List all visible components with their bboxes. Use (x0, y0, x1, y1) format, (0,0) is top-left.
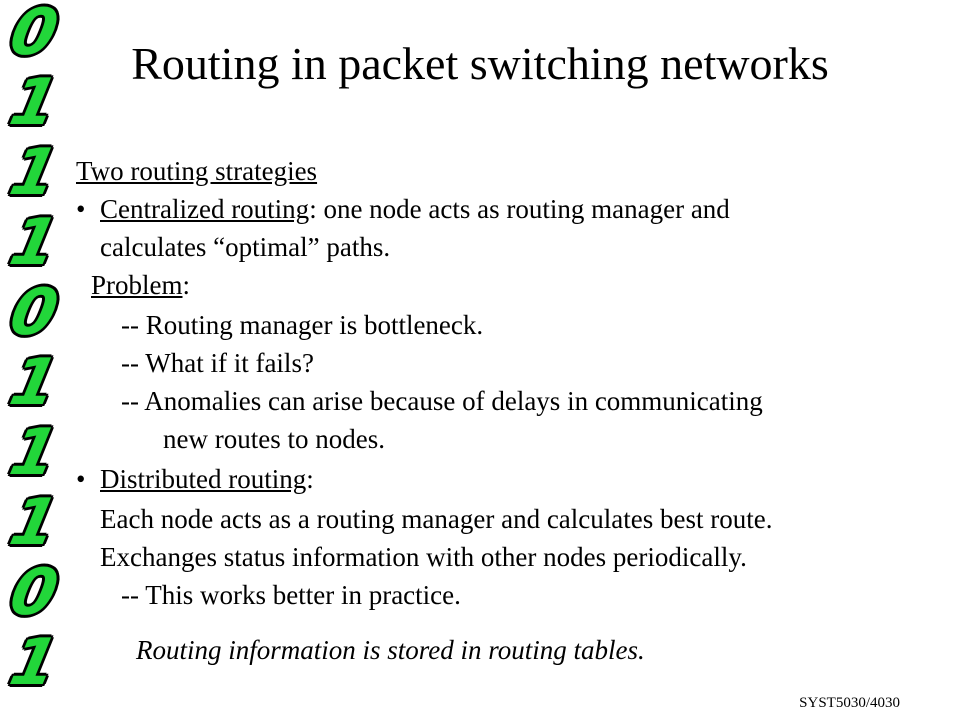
distributed-line-2: Exchanges status information with other … (100, 542, 747, 572)
binary-digit: 0 (3, 556, 65, 630)
problem-item-2: -- What if it fails? (121, 348, 314, 378)
binary-digit-column: 0 1 1 1 0 1 1 1 0 1 (0, 0, 70, 720)
distributed-colon: : (306, 464, 314, 494)
binary-digit: 1 (3, 416, 65, 490)
binary-digit: 0 (3, 276, 65, 350)
binary-digit: 1 (3, 626, 65, 700)
slide-title: Routing in packet switching networks (131, 38, 829, 89)
course-code-footer: SYST5030/4030 (799, 695, 900, 711)
distributed-line-1: Each node acts as a routing manager and … (100, 504, 773, 534)
problem-item-3: -- Anomalies can arise because of delays… (121, 386, 763, 416)
distributed-line-3: -- This works better in practice. (121, 580, 461, 610)
binary-digit: 1 (3, 346, 65, 420)
summary-note: Routing information is stored in routing… (136, 635, 645, 665)
binary-digit: 1 (3, 486, 65, 560)
distributed-term: Distributed routing (100, 464, 307, 494)
centralized-line-2: calculates “optimal” paths. (100, 232, 391, 262)
binary-digit: 1 (3, 206, 65, 280)
problem-term: Problem (91, 270, 183, 300)
problem-label: Problem: (91, 268, 190, 302)
centralized-line-1: Centralized routing: one node acts as ro… (100, 192, 730, 226)
section-heading: Two routing strategies (76, 156, 318, 186)
problem-item-1: -- Routing manager is bottleneck. (121, 310, 484, 340)
problem-colon: : (182, 270, 191, 300)
bullet-marker: • (76, 464, 86, 494)
bullet-marker: • (76, 194, 86, 224)
centralized-term: Centralized routing (100, 194, 310, 224)
binary-digit: 1 (3, 136, 65, 210)
problem-item-3-continued: new routes to nodes. (163, 424, 385, 454)
distributed-heading: Distributed routing: (100, 462, 314, 496)
centralized-text: : one node acts as routing manager and (309, 194, 730, 224)
